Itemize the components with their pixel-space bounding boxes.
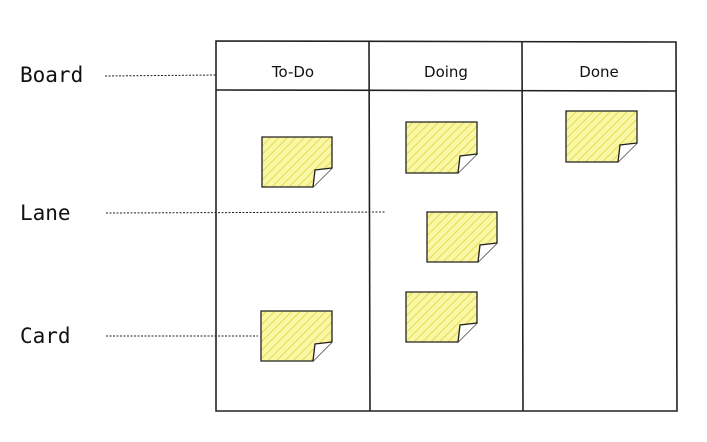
card-doing-2 — [426, 211, 498, 263]
sticky-note-cards — [260, 110, 638, 362]
card-doing-1 — [405, 121, 478, 174]
board-frame — [215, 40, 678, 412]
column-header-doing: Doing — [424, 63, 468, 81]
card-label: Card — [20, 324, 71, 348]
card-doing-3 — [405, 291, 478, 343]
lane-label: Lane — [20, 201, 71, 225]
column-header-todo: To-Do — [271, 63, 315, 81]
board-leader-line — [104, 74, 217, 77]
lane-leader-line — [105, 211, 387, 214]
card-todo-2 — [260, 310, 333, 362]
board-label: Board — [20, 63, 84, 87]
card-todo-1 — [261, 136, 333, 188]
column-header-done: Done — [579, 63, 619, 81]
card-done-1 — [565, 110, 638, 163]
